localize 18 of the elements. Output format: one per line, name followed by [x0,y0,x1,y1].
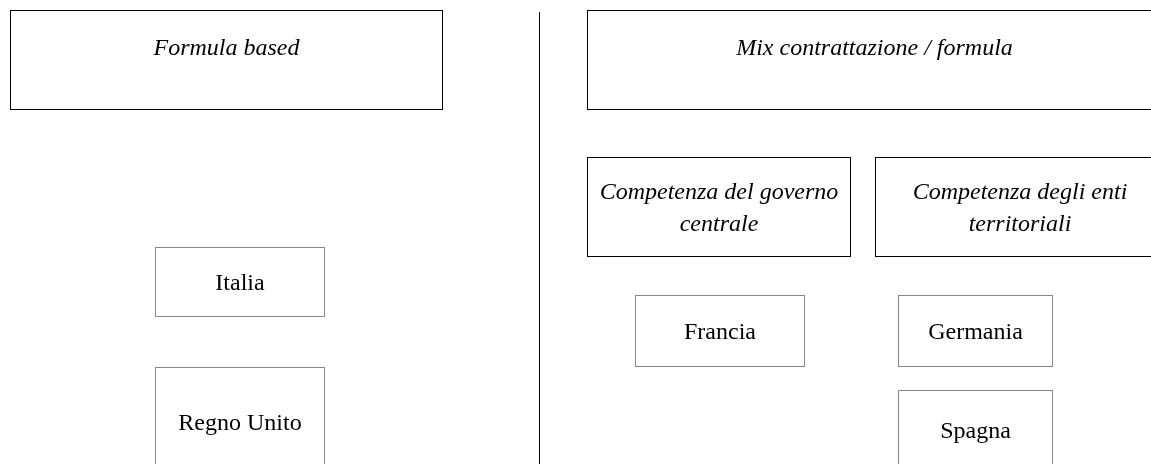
country-label: Spagna [940,416,1011,445]
country-box [898,295,1053,367]
subcategory-box [875,157,1151,257]
country-box [635,295,805,367]
country-label: Regno Unito [178,408,302,437]
category-label: Mix contrattazione / formula [736,33,1013,62]
country-box [155,367,325,464]
country-label: Germania [928,317,1023,346]
country-label: Italia [215,268,265,297]
category-box [587,10,1151,110]
country-label: Francia [684,317,756,346]
category-label: Competenza degli enti territoriali [911,177,1129,238]
subcategory-box [587,157,851,257]
category-label: Formula based [153,33,300,62]
country-box [155,247,325,317]
country-box [898,390,1053,464]
category-box [10,10,443,110]
category-label: Competenza del governo centrale [598,177,840,238]
